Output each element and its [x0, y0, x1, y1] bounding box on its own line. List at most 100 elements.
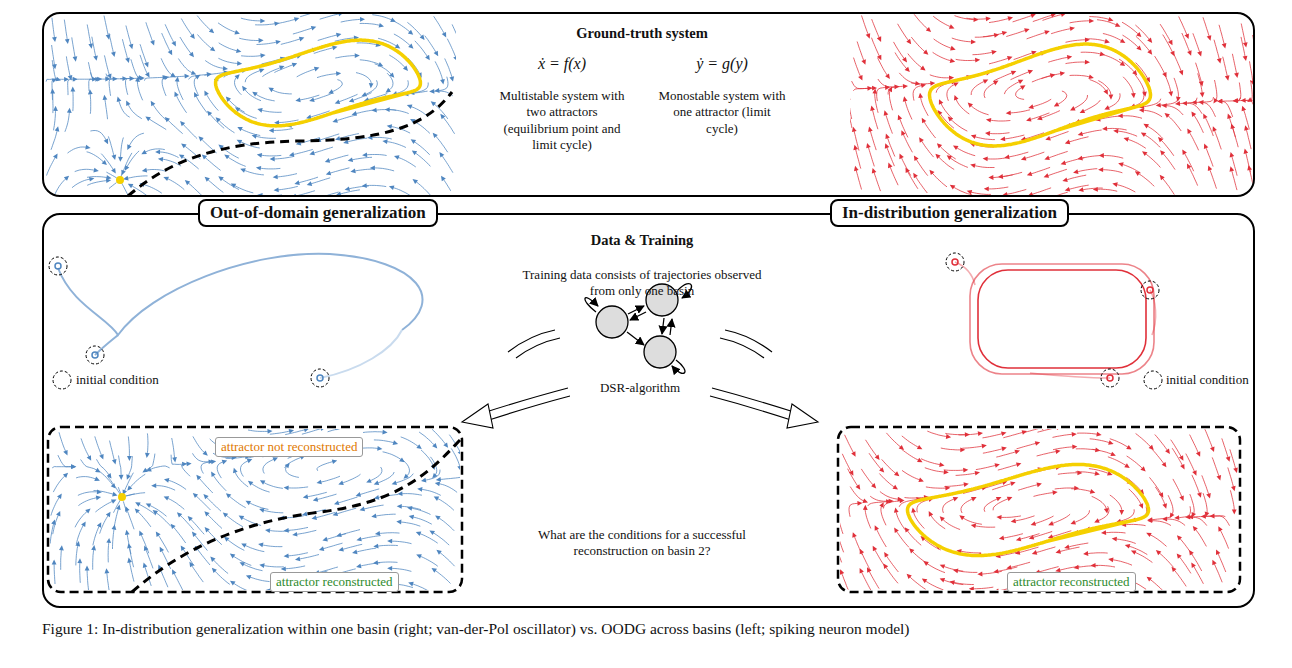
streamline	[1115, 539, 1136, 544]
streamline	[99, 471, 114, 486]
streamline	[983, 448, 1004, 453]
swoosh	[516, 338, 560, 358]
status-label: attractor reconstructed	[270, 572, 399, 592]
stream-arrowhead	[920, 66, 926, 71]
stream-arrowhead	[959, 515, 965, 520]
stream-arrowhead	[226, 493, 231, 498]
streamline	[355, 548, 376, 552]
stream-arrowhead	[1100, 52, 1105, 57]
streamline	[903, 133, 913, 152]
stream-arrowhead	[1109, 95, 1114, 100]
trajectory	[970, 264, 1154, 374]
stream-arrowhead	[145, 72, 150, 78]
streamline	[1081, 130, 1102, 134]
streamline	[1092, 449, 1113, 454]
streamline	[173, 526, 186, 543]
stream-arrowhead	[1125, 544, 1131, 549]
streamline	[886, 433, 901, 448]
stream-arrowhead	[411, 139, 417, 144]
streamline	[895, 53, 908, 70]
stream-arrowhead	[56, 511, 60, 517]
stream-arrowhead	[425, 55, 430, 61]
stream-arrowhead	[1206, 493, 1211, 498]
stream-arrowhead	[1104, 39, 1110, 44]
stream-arrowhead	[193, 493, 198, 498]
streamline	[908, 54, 923, 69]
streamline	[976, 465, 997, 470]
streamline	[255, 93, 275, 101]
streamline	[956, 98, 970, 114]
stream-arrowhead	[224, 155, 230, 160]
streamline	[435, 135, 448, 152]
streamline	[167, 480, 186, 490]
stream-arrowhead	[412, 150, 417, 155]
stream-arrowhead	[1142, 92, 1147, 97]
network-link	[670, 319, 672, 335]
streamline	[104, 55, 110, 76]
stream-arrowhead	[1243, 42, 1248, 47]
streamline	[182, 464, 191, 477]
stream-arrowhead	[1090, 489, 1096, 494]
streamline	[974, 526, 996, 528]
stream-arrowhead	[1226, 456, 1231, 462]
streamline	[438, 484, 457, 493]
stream-arrowhead	[181, 545, 186, 551]
streamline	[1097, 20, 1118, 26]
initial-condition-marker	[1101, 369, 1119, 387]
stream-arrowhead	[111, 499, 117, 503]
streamline	[119, 456, 122, 477]
stream-arrowhead	[377, 446, 382, 451]
streamline	[180, 37, 192, 55]
streamline	[1203, 17, 1210, 38]
stream-arrowhead	[1230, 166, 1235, 172]
stream-arrowhead	[77, 558, 82, 563]
stream-arrowhead	[993, 569, 998, 574]
stream-arrowhead	[267, 429, 272, 434]
stream-arrowhead	[440, 79, 445, 84]
stream-arrowhead	[409, 515, 414, 520]
streamline	[442, 116, 454, 134]
streamline	[81, 438, 90, 458]
stream-arrowhead	[85, 145, 90, 150]
stream-arrowhead	[1187, 50, 1192, 56]
stream-arrowhead	[375, 531, 380, 536]
stream-arrowhead	[1136, 45, 1141, 50]
streamline	[1009, 110, 1030, 113]
streamline	[432, 429, 446, 445]
streamline	[255, 136, 276, 138]
streamline	[927, 431, 948, 437]
stream-arrowhead	[1061, 14, 1067, 17]
stream-arrowhead	[260, 53, 265, 58]
streamline	[242, 564, 262, 571]
stream-arrowhead	[175, 77, 180, 82]
stream-arrowhead	[1217, 99, 1222, 104]
stream-arrowhead	[67, 108, 72, 113]
stream-arrowhead	[1008, 16, 1014, 21]
stream-arrowhead	[111, 168, 116, 174]
streamline	[337, 497, 358, 503]
stream-arrowhead	[888, 163, 893, 169]
streamline	[920, 96, 928, 116]
stream-arrowhead	[439, 152, 444, 158]
streamline	[870, 130, 876, 151]
streamline	[1167, 115, 1181, 131]
stream-arrowhead	[53, 154, 58, 160]
stream-arrowhead	[146, 503, 152, 507]
stream-arrowhead	[355, 53, 360, 58]
figure-caption: Figure 1: In-distribution generalization…	[42, 619, 1257, 639]
stream-arrowhead	[1112, 537, 1117, 542]
streamline	[850, 487, 865, 502]
streamline	[878, 58, 889, 77]
stream-arrowhead	[879, 467, 884, 472]
stream-arrowhead	[89, 177, 94, 182]
streamline	[374, 514, 396, 516]
streamline	[241, 460, 250, 476]
flow-arrow	[462, 330, 818, 428]
stream-arrowhead	[840, 569, 844, 575]
streamline	[95, 436, 102, 456]
streamline	[850, 107, 852, 128]
initial-condition-marker	[1141, 281, 1159, 299]
streamline	[1182, 33, 1190, 53]
stream-arrowhead	[164, 496, 170, 500]
streamline	[854, 58, 862, 78]
